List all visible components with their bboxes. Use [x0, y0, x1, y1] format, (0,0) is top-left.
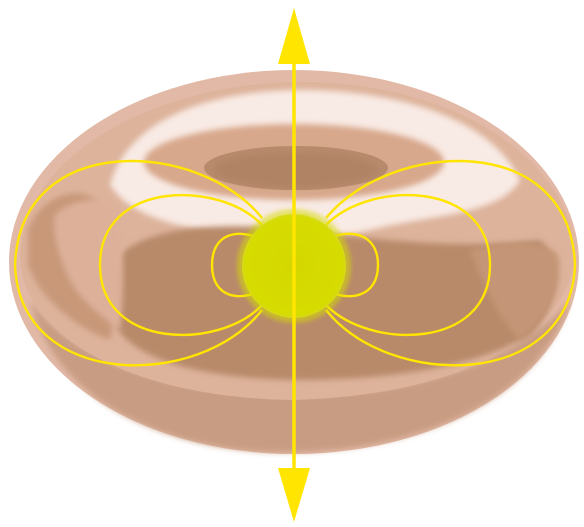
axis-arrow-down: [278, 468, 310, 522]
torus-hole-inner: [214, 153, 378, 187]
axis-arrow-up: [278, 8, 310, 64]
